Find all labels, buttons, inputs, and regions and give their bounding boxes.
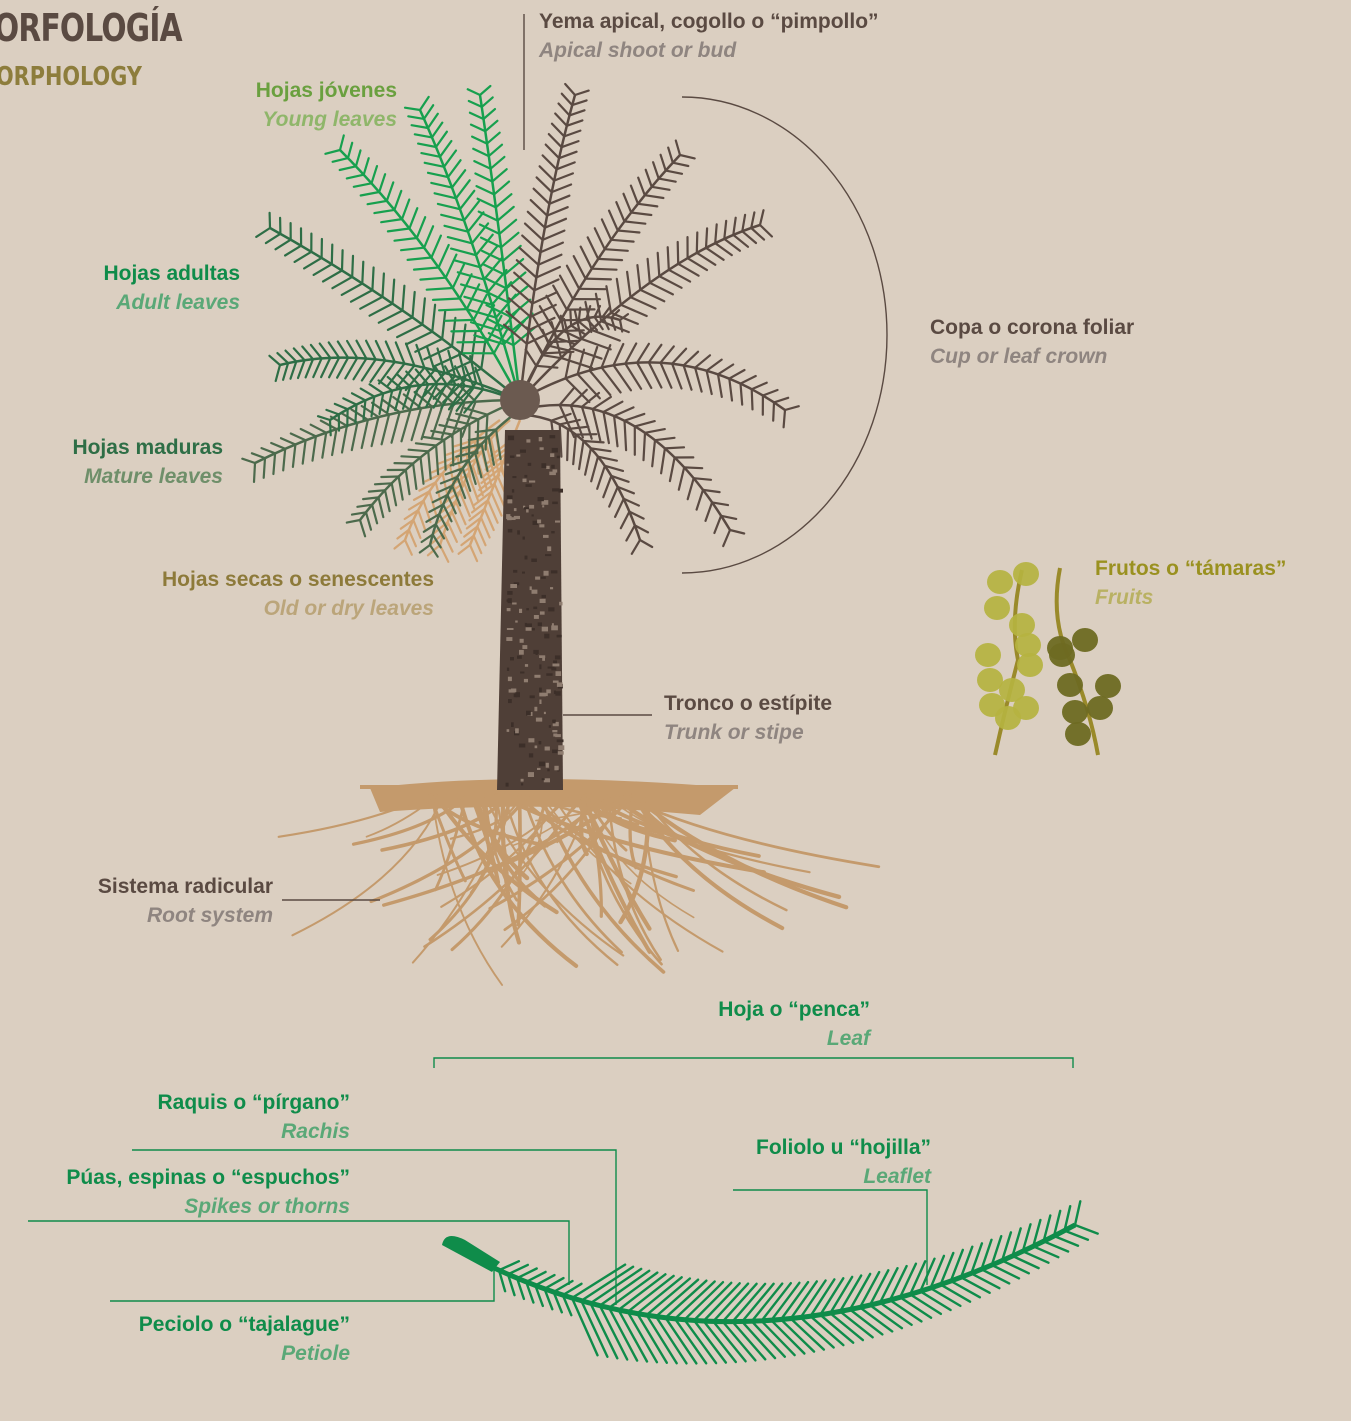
label-leaf-crown: Copa o corona foliar Cup or leaf crown — [930, 315, 1134, 369]
label-leaflet: Foliolo u “hojilla” Leaflet — [756, 1135, 931, 1189]
page-subtitle: ORPHOLOGY — [0, 62, 142, 92]
label-fruits: Frutos o “támaras” Fruits — [1095, 556, 1286, 610]
label-petiole: Peciolo o “tajalague” Petiole — [139, 1312, 350, 1366]
label-adult-leaves: Hojas adultas Adult leaves — [103, 261, 240, 315]
leaf-illustration — [442, 1201, 1098, 1363]
page-title: ORFOLOGÍA — [0, 6, 182, 50]
label-leaf: Hoja o “penca” Leaf — [718, 997, 870, 1051]
label-dry-leaves: Hojas secas o senescentes Old or dry lea… — [162, 567, 434, 621]
label-root-system: Sistema radicular Root system — [98, 874, 273, 928]
label-spikes: Púas, espinas o “espuchos” Spikes or tho… — [66, 1165, 350, 1219]
root-system-illustration — [279, 779, 879, 985]
label-apical-bud: Yema apical, cogollo o “pimpollo” Apical… — [539, 9, 879, 63]
trunk-illustration — [497, 430, 564, 790]
label-young-leaves: Hojas jóvenes Young leaves — [256, 78, 397, 132]
label-trunk: Tronco o estípite Trunk or stipe — [664, 691, 832, 745]
label-rachis: Raquis o “pírgano” Rachis — [157, 1090, 350, 1144]
label-mature-leaves: Hojas maduras Mature leaves — [72, 435, 223, 489]
